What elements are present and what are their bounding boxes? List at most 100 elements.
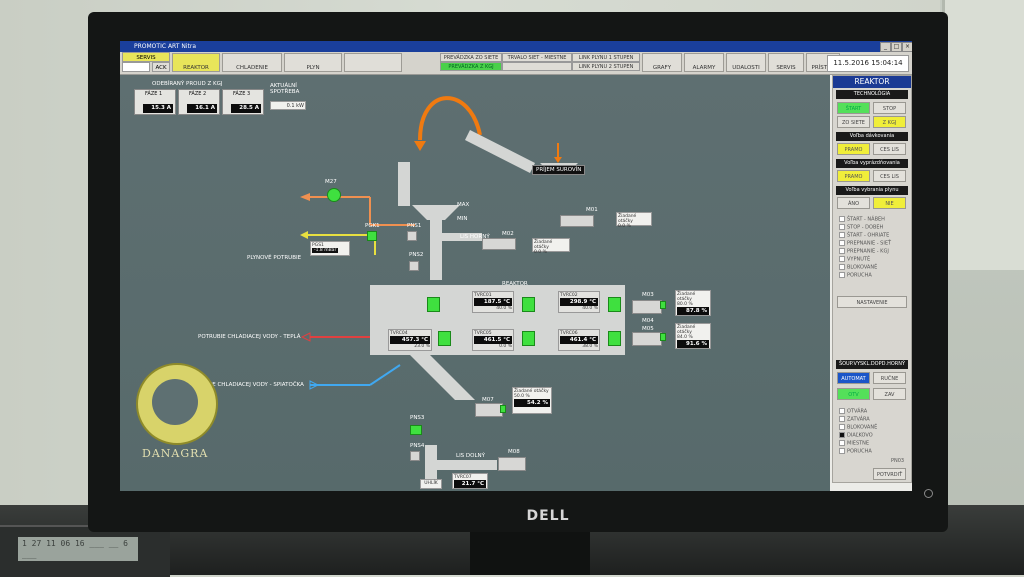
m07-setpoint: Žiadané otáčky 50.0 % 54.2 % <box>512 387 552 414</box>
pns4-label: PNS4 <box>410 443 425 449</box>
uhlik-box: UHLÍK <box>420 479 442 489</box>
tab-plyn[interactable]: PLYN <box>284 53 342 72</box>
automat-button[interactable]: AUTOMAT <box>837 372 870 384</box>
tab-grafy[interactable]: GRAFY <box>642 53 682 72</box>
datetime: 11.5.2016 15:04:14 <box>827 55 909 72</box>
stop-button[interactable]: STOP <box>873 102 906 114</box>
ces-lis-button[interactable]: CES LIS <box>873 143 906 155</box>
tab-alarmy[interactable]: ALARMY <box>684 53 724 72</box>
m05-indicator <box>660 333 666 341</box>
pns3-valve[interactable] <box>410 425 422 435</box>
ano-button[interactable]: ÁNO <box>837 197 870 209</box>
feed-arrow <box>418 96 482 141</box>
heater-eo5[interactable] <box>522 331 535 346</box>
maximize-button[interactable]: □ <box>891 42 902 52</box>
temp-1: TVRC01 187.5 °C 40.0 % <box>472 291 514 313</box>
motor-m03[interactable] <box>632 300 662 314</box>
prijem-surovin-label: PRÍJEM SUROVÍN <box>532 165 586 175</box>
pramo-button[interactable]: PRAMO <box>837 143 870 155</box>
phase-1: FÁZE 1 15.3 A <box>134 89 176 115</box>
m05-label: M05 <box>642 326 654 332</box>
desk-device: 1 27 11 06 16 ___ __ 6 ___ <box>0 525 170 577</box>
nastavenie-button[interactable]: NASTAVENIE <box>837 296 907 308</box>
consumption-value: 0.1 kW <box>270 101 306 110</box>
monitor-brand: DELL <box>526 508 570 524</box>
min-label: MIN <box>457 216 468 222</box>
pramo2-button[interactable]: PRAMO <box>837 170 870 182</box>
voda-spiatocka-label: POTRUBIE CHLADIACEJ VODY - SPIATOČKA <box>188 382 304 388</box>
soup-title: ŠOUP.VYSKL.DOPD.HORNÝ <box>836 360 908 369</box>
status-empty <box>502 62 572 71</box>
nie-button[interactable]: NIE <box>873 197 906 209</box>
check-soup-blokovane: BLOKOVANÉ <box>839 424 877 432</box>
temp-4: TVRC04 457.3 °C 23.0 % <box>388 329 432 351</box>
power-button[interactable] <box>924 489 933 498</box>
heater-eo0[interactable] <box>427 297 440 312</box>
pns4-sensor[interactable] <box>410 451 420 461</box>
voda-tepla-label: POTRUBIE CHLADIACEJ VODY - TEPLÁ <box>198 334 301 340</box>
z-kgj-button[interactable]: Z KGJ <box>873 116 906 128</box>
m03-label: M03 <box>642 292 654 298</box>
ces-lis2-button[interactable]: CES LIS <box>873 170 906 182</box>
motor-m07[interactable] <box>475 403 503 417</box>
menubar: SERVIS ACK REAKTOR CHLADENIE PLYN PREVÁD… <box>120 52 912 75</box>
status-prevadzka-kgj: PREVÁDZKA Z KGJ <box>440 62 502 71</box>
status-grid: PREVÁDZKA ZO SIETE TRVALO SIET - MIESTNE… <box>440 53 640 72</box>
ack-button[interactable]: ACK <box>152 62 170 72</box>
m02-label: M02 <box>502 231 514 237</box>
temp-2: TVRC02 298.9 °C 40.0 % <box>558 291 600 313</box>
potvrdit-button[interactable]: POTVRDIŤ <box>873 468 906 480</box>
tab-servis[interactable]: SERVIS <box>768 53 804 72</box>
check-miestne: MIESTNE <box>839 440 869 448</box>
reaktor-label: REAKTOR <box>502 281 528 287</box>
otv-button[interactable]: OTV <box>837 388 870 400</box>
pns1-label: PNS1 <box>407 223 422 229</box>
plynove-potrubie-label: PLYNOVÉ POTRUBIE <box>247 255 302 261</box>
servis-indicator: SERVIS <box>122 52 170 62</box>
check-stop-dobeh: STOP - DOBEH <box>839 224 883 232</box>
heater-eo1[interactable] <box>522 297 535 312</box>
pns1-sensor[interactable] <box>407 231 417 241</box>
m08-label: M08 <box>508 449 520 455</box>
check-porucha: PORUCHA <box>839 272 872 280</box>
pgk1-valve[interactable] <box>367 231 377 241</box>
motor-m02[interactable] <box>482 238 516 250</box>
tab-blank[interactable] <box>344 53 402 72</box>
rucne-button[interactable]: RUČNE <box>873 372 906 384</box>
motor-m01[interactable] <box>560 215 594 227</box>
motor-m05[interactable] <box>632 332 662 346</box>
check-dialkovo: DIAĽKOVO <box>839 432 873 440</box>
danagra-logo: DANAGRA <box>142 447 209 460</box>
m03-setpoint: Žiadané otáčky 80.0 % 87.8 % <box>675 290 711 316</box>
phase-3: FÁZE 3 28.5 A <box>222 89 264 115</box>
pressure-box: PGS1 -1.8 mBar <box>310 241 350 256</box>
start-button[interactable]: ŠTART <box>837 102 870 114</box>
fan-m27-icon[interactable] <box>327 188 341 202</box>
screen: PROMOTIC ART Nitra _ □ × SERVIS ACK REAK… <box>120 41 912 491</box>
feed-arrowhead <box>414 141 426 151</box>
check-otvara: OTVÁRA <box>839 408 867 416</box>
m03-indicator <box>660 301 666 309</box>
heater-eo2[interactable] <box>608 297 621 312</box>
pns2-sensor[interactable] <box>409 261 419 271</box>
heater-eo4[interactable] <box>438 331 451 346</box>
tab-reaktor[interactable]: REAKTOR <box>172 53 220 72</box>
tab-udalosti[interactable]: UDALOSTI <box>726 53 766 72</box>
volba-vyprazd-title: Voľba vyprázdňovania <box>836 159 908 168</box>
pipe-diagram <box>300 96 625 485</box>
m01-label: M01 <box>586 207 598 213</box>
status-prevadzka-siet: PREVÁDZKA ZO SIETE <box>440 53 502 62</box>
zav-button[interactable]: ZAV <box>873 388 906 400</box>
heater-eo6[interactable] <box>608 331 621 346</box>
minimize-button[interactable]: _ <box>880 42 891 52</box>
motor-m08[interactable] <box>498 457 526 471</box>
status-trvalo: TRVALO SIET - MIESTNE <box>502 53 572 62</box>
lis-horny-label: LIS HORNÝ <box>460 234 490 240</box>
tab-chladenie[interactable]: CHLADENIE <box>222 53 282 72</box>
close-button[interactable]: × <box>902 42 912 52</box>
max-label: MAX <box>457 202 470 208</box>
zo-siete-button[interactable]: ZO SIETE <box>837 116 870 128</box>
check-start-nabeh: ŠTART - NÁBEH <box>839 216 885 224</box>
temp-5: TVRC05 461.5 °C 0.0 % <box>472 329 514 351</box>
check-prepnanie-kgj: PREPNANIE - KGJ <box>839 248 889 256</box>
